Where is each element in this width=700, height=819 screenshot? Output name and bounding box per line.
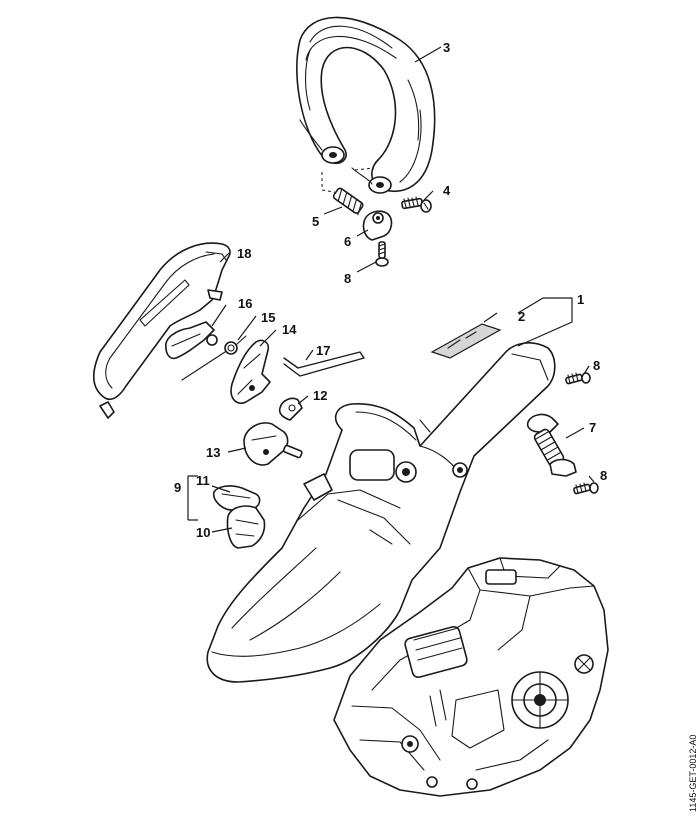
bracket-part	[362, 210, 393, 241]
screw-part	[375, 241, 389, 267]
screw-part	[401, 196, 432, 213]
callout-8-top: 8	[344, 271, 351, 286]
lever-part	[230, 339, 271, 404]
callout-4: 4	[443, 183, 451, 198]
callout-2: 2	[518, 309, 525, 324]
callout-12: 12	[313, 388, 327, 403]
clip-part	[278, 397, 303, 421]
hand-guard-part	[93, 242, 231, 419]
callout-5: 5	[312, 214, 319, 229]
cover-part	[212, 485, 266, 549]
torsion-spring-part	[181, 335, 247, 381]
callout-17: 17	[316, 343, 330, 358]
callout-15: 15	[261, 310, 275, 325]
callout-6: 6	[344, 234, 351, 249]
callout-3: 3	[443, 40, 450, 55]
callout-1: 1	[577, 292, 584, 307]
document-code: 1145-GET-0012-A0	[688, 735, 698, 812]
callout-8-right-lower: 8	[600, 468, 607, 483]
callout-7: 7	[589, 420, 596, 435]
annular-buffer-part	[526, 413, 577, 477]
callout-11: 11	[196, 473, 210, 488]
callout-13: 13	[206, 445, 220, 460]
latch-part	[165, 321, 218, 360]
callout-8-right-upper: 8	[593, 358, 600, 373]
callout-18: 18	[237, 246, 251, 261]
callout-14: 14	[282, 322, 297, 337]
handle-bar-part	[296, 16, 436, 194]
screw-part	[565, 372, 591, 385]
rear-handle-housing-part	[206, 342, 556, 683]
callout-16: 16	[238, 296, 252, 311]
rod-part	[283, 351, 365, 377]
spring-part	[321, 167, 375, 216]
callout-9: 9	[174, 480, 181, 495]
screw-part	[573, 482, 599, 495]
leader-lines	[187, 46, 595, 533]
throttle-trigger-part	[243, 422, 303, 466]
decal-part	[430, 323, 502, 359]
engine-housing-part	[333, 557, 609, 797]
callout-10: 10	[196, 525, 210, 540]
